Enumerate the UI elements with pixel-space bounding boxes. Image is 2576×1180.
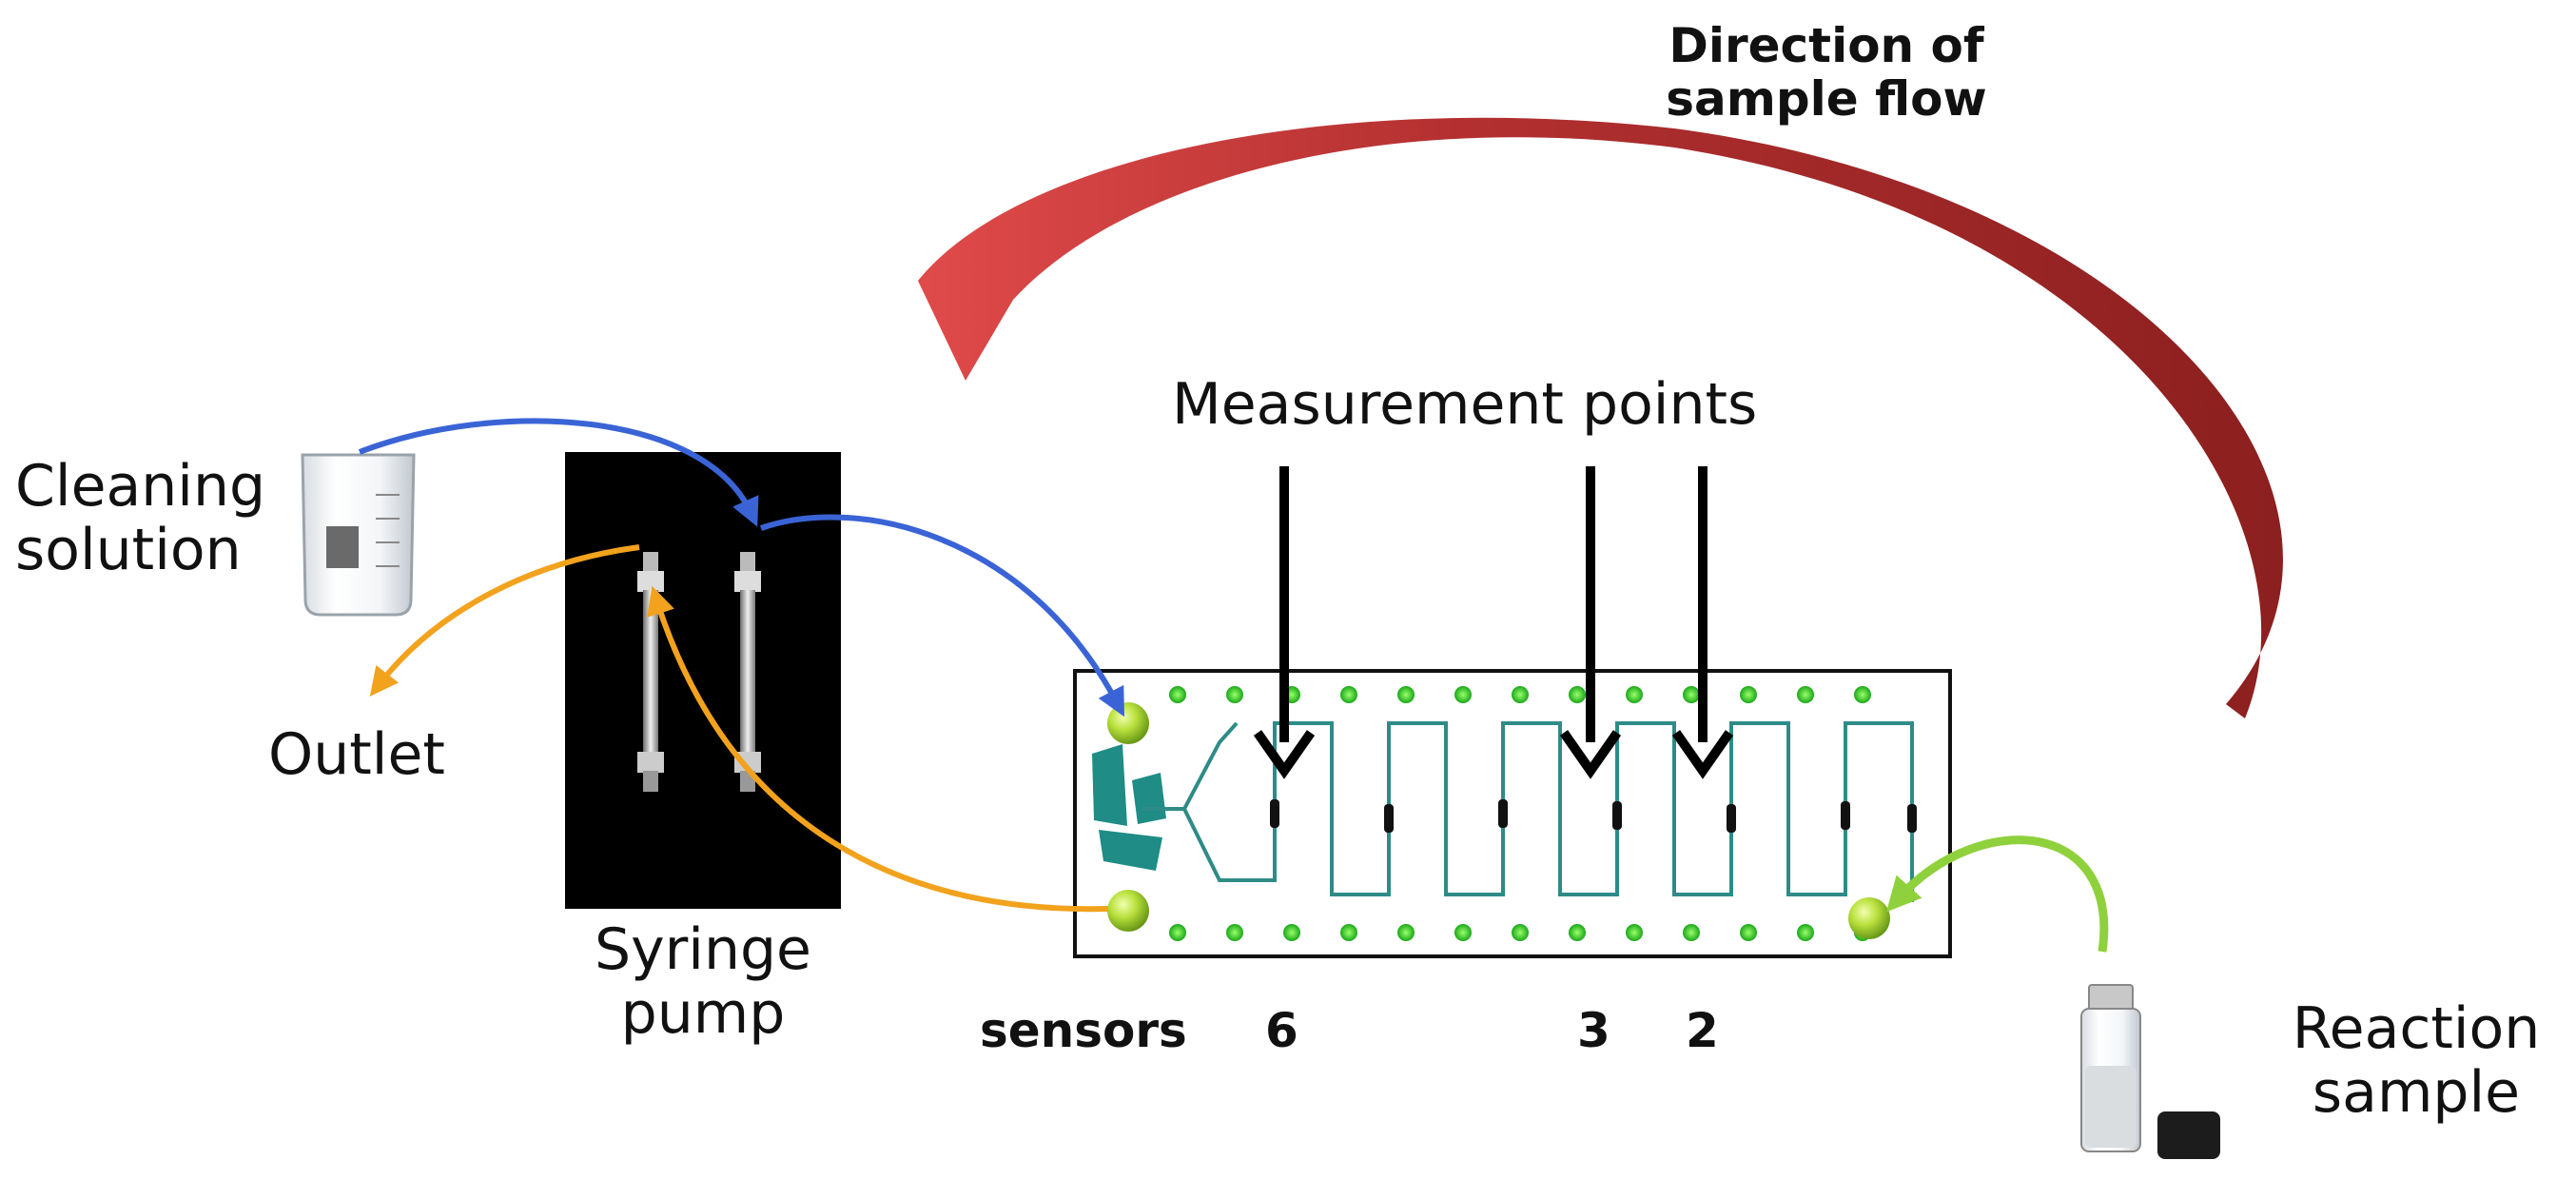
- syringe-label-line1: Syringe: [595, 916, 811, 983]
- chip-dot: [1512, 924, 1529, 941]
- chip-dot: [1340, 924, 1357, 941]
- chip-dot: [1626, 686, 1643, 703]
- chip-dot: [1569, 924, 1586, 941]
- chip-dot: [1340, 686, 1357, 703]
- chip-dot: [1454, 686, 1472, 703]
- sensor-marks: [1270, 799, 1917, 833]
- sample-flow-path: [1885, 836, 2109, 953]
- direction-label: Direction of sample flow: [1617, 19, 2036, 126]
- microfluidic-chip: [1073, 669, 1952, 958]
- chip-dot: [1397, 924, 1415, 941]
- syringe-pump: [565, 452, 841, 909]
- chip-dot: [1169, 924, 1186, 941]
- inlet-port-ball: [1107, 702, 1149, 744]
- reaction-label-line2: sample: [2312, 1059, 2521, 1127]
- chip-dot: [1740, 686, 1757, 703]
- direction-label-line2: sample flow: [1666, 71, 1987, 127]
- outlet-label: Outlet: [268, 721, 445, 788]
- chip-dot: [1454, 924, 1472, 941]
- chip-dot: [1854, 686, 1871, 703]
- cleaning-label-line1: Cleaning: [15, 453, 266, 520]
- chip-dot: [1797, 924, 1814, 941]
- chip-logo: [1092, 744, 1166, 871]
- outlet-flow-path-to-syringe: [647, 585, 1109, 913]
- measurement-points-label: Measurement points: [1172, 371, 1758, 438]
- sample-port-ball: [1848, 897, 1890, 939]
- chip-dot: [1797, 686, 1814, 703]
- cleaning-label-line2: solution: [15, 517, 242, 584]
- sensors-label: sensors: [980, 1003, 1187, 1058]
- point-6-label: 6: [1265, 1003, 1298, 1058]
- chip-dot: [1626, 924, 1643, 941]
- measurement-arrow-6: [1253, 466, 1316, 779]
- syringe-label-line2: pump: [620, 980, 786, 1048]
- chip-dot: [1283, 924, 1300, 941]
- outlet-flow-path-out: [369, 544, 640, 697]
- chip-dot: [1397, 686, 1415, 703]
- direction-label-line1: Direction of: [1669, 18, 1984, 73]
- chip-dot: [1683, 924, 1700, 941]
- cleaning-flow-path-in: [358, 418, 759, 527]
- measurement-arrow-3: [1559, 466, 1622, 779]
- chip-dot: [1512, 686, 1529, 703]
- serpentine-channel: [1142, 721, 1914, 902]
- chip-dot: [1683, 686, 1700, 703]
- syringe-right: [734, 552, 761, 792]
- reaction-sample-label: Reaction sample: [2264, 995, 2568, 1127]
- chip-dot: [1226, 686, 1243, 703]
- reaction-label-line1: Reaction: [2292, 995, 2541, 1062]
- cleaning-flow-path-to-chip: [760, 514, 1125, 718]
- chip-dot: [1740, 924, 1757, 941]
- point-2-label: 2: [1686, 1003, 1719, 1058]
- syringe-pump-label: Syringe pump: [556, 916, 850, 1048]
- chip-dot: [1169, 686, 1186, 703]
- cleaning-solution-beaker: [301, 453, 416, 617]
- cleaning-solution-label: Cleaning solution: [15, 453, 266, 584]
- syringe-left: [637, 552, 664, 792]
- measurement-arrow-2: [1671, 466, 1734, 779]
- chip-dot: [1569, 686, 1586, 703]
- reaction-sample-vial: [2080, 984, 2220, 1159]
- chip-dot: [1226, 924, 1243, 941]
- point-3-label: 3: [1577, 1003, 1610, 1058]
- outlet-port-ball: [1107, 890, 1149, 932]
